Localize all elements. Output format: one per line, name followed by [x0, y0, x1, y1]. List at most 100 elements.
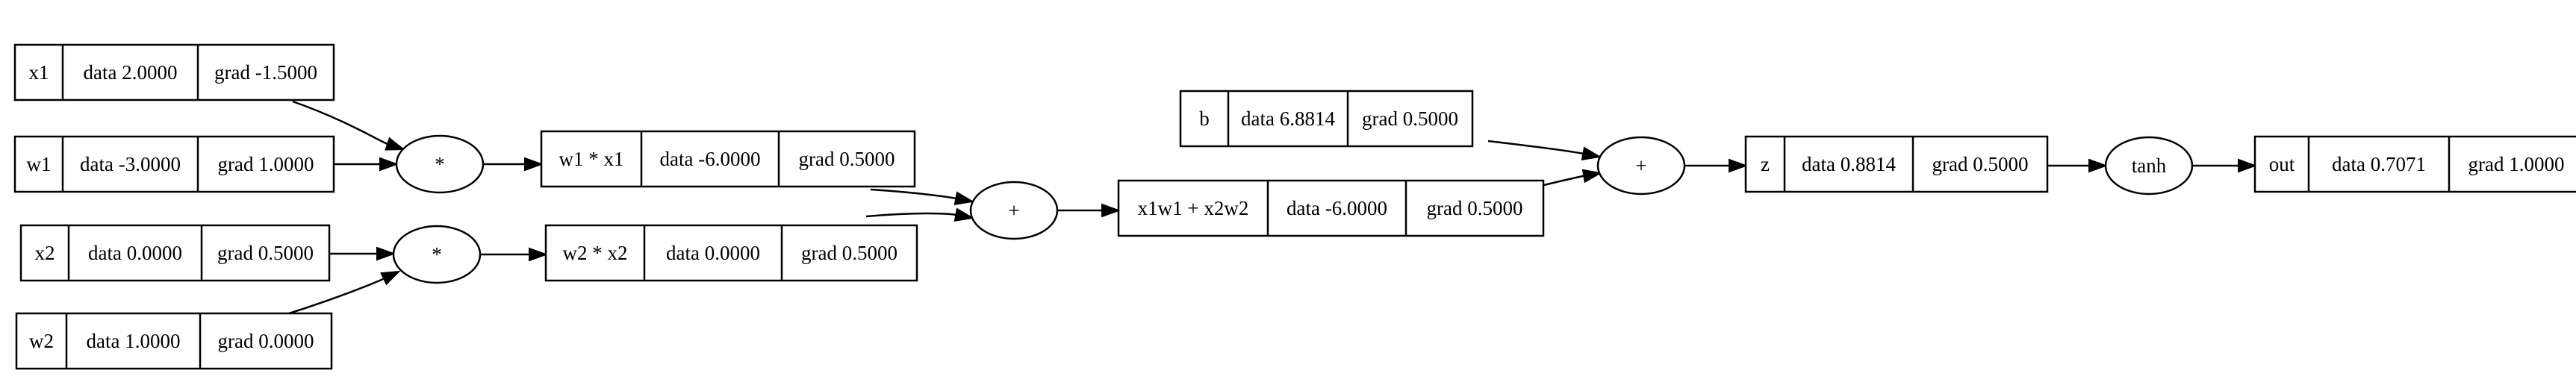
edge-mul2-to-x2w2 — [480, 247, 548, 262]
nodes-layer: x1 data 2.0000 grad -1.5000 w1 data -3.0000 g… — [13, 43, 2576, 370]
value-node-out: out data 0.7071 grad 1.0000 — [2253, 135, 2576, 193]
edge-b-to-add2 — [1487, 140, 1602, 161]
node-data: data 0.0000 — [666, 242, 760, 264]
edge-add1-to-sum1 — [1057, 203, 1121, 218]
node-data: data 0.7071 — [2332, 153, 2426, 175]
node-grad: grad 1.0000 — [2468, 153, 2565, 175]
value-node-x1w1: w1 * x1 data -6.0000 grad 0.5000 — [540, 130, 916, 188]
node-frame — [15, 312, 333, 370]
node-grad: grad 0.0000 — [218, 330, 314, 352]
node-data: data 1.0000 — [87, 330, 181, 352]
op-ellipse — [392, 225, 482, 284]
value-node-sum1: x1w1 + x2w2 data -6.0000 grad 0.5000 — [1117, 179, 1545, 237]
node-label: w2 — [29, 330, 54, 352]
node-label: b — [1199, 107, 1210, 130]
edge-line — [870, 188, 956, 200]
node-data: data -3.0000 — [80, 153, 181, 175]
value-node-w1: w1 data -3.0000 grad 1.0000 — [13, 135, 335, 193]
node-grad: grad 0.5000 — [1932, 153, 2029, 175]
value-node-x1: x1 data 2.0000 grad -1.5000 — [13, 43, 335, 101]
op-label: tanh — [2132, 154, 2167, 177]
arrowhead-icon — [953, 207, 974, 222]
op-ellipse — [395, 134, 485, 194]
op-label: * — [435, 153, 445, 175]
edge-w2-to-mul2 — [288, 270, 401, 315]
node-label: z — [1761, 153, 1770, 175]
node-label: w1 — [27, 153, 52, 175]
node-frame — [13, 43, 335, 101]
value-node-w2: w2 data 1.0000 grad 0.0000 — [15, 312, 333, 370]
node-label: x2 — [35, 242, 55, 264]
edge-add2-to-z — [1684, 158, 1748, 173]
arrowhead-icon — [953, 191, 974, 206]
op-ellipse — [1596, 136, 1686, 196]
node-grad: grad -1.5000 — [214, 61, 317, 84]
node-data: data -6.0000 — [1287, 197, 1387, 219]
arrowhead-icon — [529, 247, 548, 262]
arrowhead-icon — [1581, 169, 1602, 184]
node-label: x1w1 + x2w2 — [1138, 197, 1249, 219]
node-frame — [544, 224, 918, 282]
op-node-mul1: * — [395, 134, 485, 194]
node-label: w1 * x1 — [559, 148, 624, 170]
node-grad: grad 0.5000 — [217, 242, 314, 264]
node-frame — [540, 130, 916, 188]
op-label: * — [432, 243, 442, 266]
value-node-x2w2: w2 * x2 data 0.0000 grad 0.5000 — [544, 224, 918, 282]
op-ellipse — [969, 181, 1059, 240]
arrowhead-icon — [380, 270, 401, 286]
edge-x1-to-mul1 — [292, 100, 405, 151]
node-data: data 0.8814 — [1802, 153, 1896, 175]
edges-layer — [288, 100, 2257, 315]
arrowhead-icon — [1581, 146, 1602, 161]
node-grad: grad 0.5000 — [1362, 107, 1458, 130]
op-label: + — [1008, 199, 1019, 222]
edge-sum1-to-add2 — [1540, 169, 1602, 187]
node-grad: grad 0.5000 — [801, 242, 897, 264]
arrowhead-icon — [376, 246, 396, 261]
arrowhead-icon — [524, 157, 544, 172]
value-node-z: z data 0.8814 grad 0.5000 — [1744, 135, 2049, 193]
node-label: out — [2269, 153, 2295, 175]
value-node-b: b data 6.8814 grad 0.5000 — [1179, 90, 1474, 148]
value-node-x2: x2 data 0.0000 grad 0.5000 — [19, 224, 331, 282]
op-node-add1: + — [969, 181, 1059, 240]
arrowhead-icon — [385, 137, 405, 151]
edge-w1-to-mul1 — [334, 157, 399, 172]
node-grad: grad 0.5000 — [1427, 197, 1523, 219]
node-data: data 2.0000 — [84, 61, 178, 84]
op-label: + — [1635, 154, 1646, 177]
edge-z-to-tanh — [2048, 158, 2108, 173]
op-ellipse — [2104, 136, 2194, 196]
arrowhead-icon — [2088, 158, 2108, 173]
node-frame — [1744, 135, 2049, 193]
edge-line — [288, 278, 385, 315]
edge-x2-to-mul2 — [329, 246, 396, 261]
node-frame — [13, 135, 335, 193]
arrowhead-icon — [1729, 158, 1748, 173]
arrowhead-icon — [379, 157, 399, 172]
node-frame — [19, 224, 331, 282]
op-node-mul2: * — [392, 225, 482, 284]
edge-line — [292, 100, 388, 146]
edge-tanh-to-out — [2192, 158, 2257, 173]
node-grad: grad 0.5000 — [799, 148, 895, 170]
edge-line — [865, 212, 956, 218]
edge-mul1-to-x1w1 — [483, 157, 544, 172]
arrowhead-icon — [1101, 203, 1121, 218]
node-grad: grad 1.0000 — [218, 153, 314, 175]
edge-x1w1-to-add1 — [870, 188, 974, 206]
edge-line — [1487, 140, 1584, 155]
node-frame — [1117, 179, 1545, 237]
node-label: w2 * x2 — [563, 242, 628, 264]
node-data: data -6.0000 — [660, 148, 761, 170]
edge-x2w2-to-add1 — [865, 207, 974, 222]
edge-line — [1540, 175, 1584, 187]
arrowhead-icon — [2238, 158, 2257, 173]
node-data: data 0.0000 — [88, 242, 182, 264]
op-node-tanh: tanh — [2104, 136, 2194, 196]
op-node-add2: + — [1596, 136, 1686, 196]
node-data: data 6.8814 — [1241, 107, 1335, 130]
node-label: x1 — [29, 61, 49, 84]
